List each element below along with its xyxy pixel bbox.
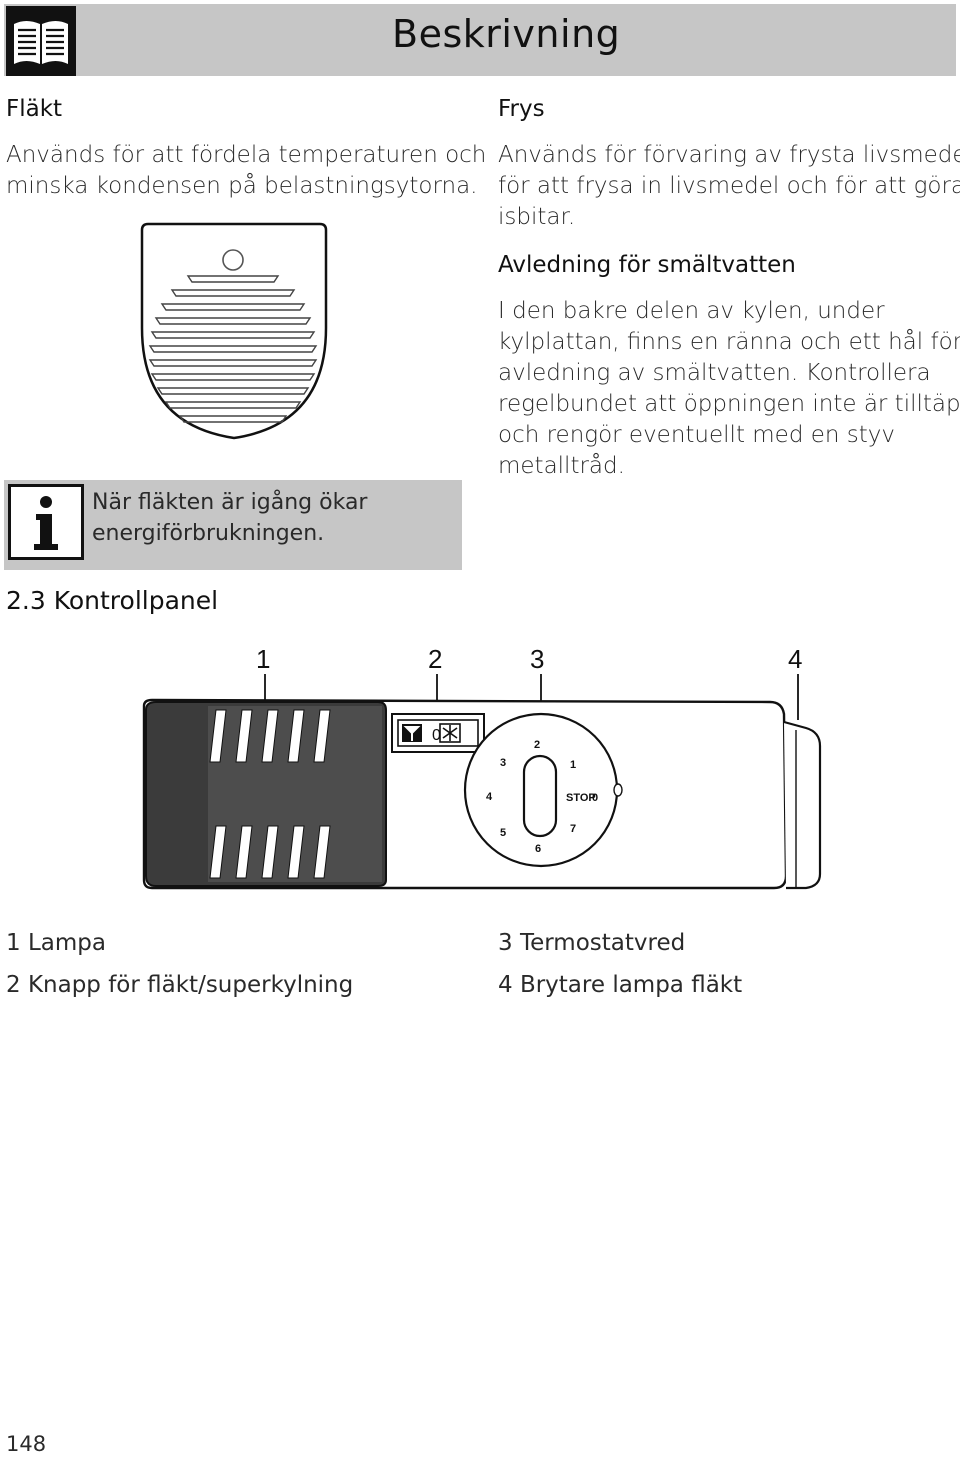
avledning-heading: Avledning för smältvatten (498, 252, 796, 278)
dial-number: 1 (570, 759, 576, 771)
avledning-line: regelbundet att öppningen inte är tilltä… (498, 391, 960, 417)
thermostat-dial: 2 3 4 5 6 7 1 STOP 0 (463, 712, 623, 868)
fan-cover-illustration (140, 222, 328, 440)
flakt-text: Används för att fördela temperaturen och… (6, 140, 486, 202)
frys-text-line: isbitar. (498, 204, 576, 230)
page-title: Beskrivning (392, 12, 621, 56)
avledning-line: och rengör eventuellt med en styv (498, 422, 895, 448)
kontrollpanel-heading: 2.3 Kontrollpanel (6, 586, 219, 615)
frys-text-line: Används för förvaring av frysta livsmede… (498, 142, 960, 168)
info-note: När fläkten är igång ökar energiförbrukn… (4, 480, 462, 570)
flakt-text-line: minska kondensen på belastningsytorna. (6, 173, 478, 199)
avledning-line: metalltråd. (498, 453, 625, 479)
switch-zero-label: 0 (432, 727, 441, 744)
avledning-text: I den bakre delen av kylen, under kylpla… (498, 296, 960, 482)
dial-stop-zero: 0 (592, 792, 598, 804)
frys-text-line: för att frysa in livsmedel och för att g… (498, 173, 960, 199)
callout-1: 1 (256, 644, 271, 674)
legend-item-2: 2 Knapp för fläkt/superkylning (6, 972, 354, 998)
frys-heading: Frys (498, 96, 545, 122)
legend-item-4: 4 Brytare lampa fläkt (498, 972, 743, 998)
callout-3: 3 (530, 644, 545, 674)
fan-superfreeze-button: 0 (391, 713, 485, 753)
legend-item-3: 3 Termostatvred (498, 930, 686, 956)
info-text: När fläkten är igång ökar energiförbrukn… (92, 487, 452, 549)
info-line: energiförbrukningen. (92, 521, 325, 546)
legend-item-1: 1 Lampa (6, 930, 106, 956)
snowflake-icon (439, 723, 461, 743)
dial-number: 6 (535, 843, 541, 855)
avledning-line: I den bakre delen av kylen, under (498, 298, 885, 324)
flakt-heading: Fläkt (6, 96, 63, 122)
flakt-text-line: Används för att fördela temperaturen och (6, 142, 487, 168)
callout-2: 2 (428, 644, 443, 674)
callout-4: 4 (788, 644, 803, 674)
avledning-line: avledning av smältvatten. Kontrollera (498, 360, 931, 386)
info-icon (8, 484, 84, 560)
dial-stop-label: STOP (566, 792, 596, 804)
book-icon (6, 6, 76, 76)
page-number: 148 (6, 1432, 47, 1456)
dial-number: 3 (500, 757, 506, 769)
page-header: Beskrivning (4, 4, 956, 76)
dial-number: 2 (534, 739, 540, 751)
control-panel-illustration: 0 2 3 4 5 6 7 1 STOP 0 (142, 674, 822, 890)
dial-number: 4 (486, 791, 493, 803)
dial-number: 7 (570, 823, 576, 835)
frys-text: Används för förvaring av frysta livsmede… (498, 140, 960, 233)
info-line: När fläkten är igång ökar (92, 490, 368, 515)
avledning-line: kylplattan, finns en ränna och ett hål f… (498, 329, 960, 355)
dial-number: 5 (500, 827, 506, 839)
